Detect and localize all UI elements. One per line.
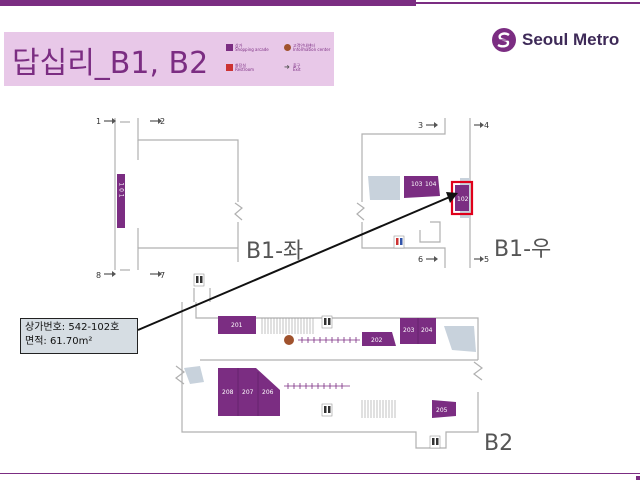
level-b1-left-label: B1-좌	[246, 239, 303, 264]
shop-201-label: 201	[231, 322, 243, 329]
b1-right-corridor	[368, 176, 400, 200]
shop-number-text: 상가번호: 542-102호	[25, 322, 120, 333]
shop-206-label: 206	[262, 389, 274, 396]
restroom-b2-bottom-female-icon	[324, 406, 327, 413]
restroom-b1-male-icon	[400, 238, 403, 245]
exit-1: 1	[96, 117, 116, 126]
exit-5: 5	[474, 255, 489, 264]
exit-8: 8	[96, 271, 116, 280]
top-accent-line	[416, 2, 640, 4]
top-accent-bar	[0, 0, 416, 6]
restroom-b1-female-icon	[396, 238, 399, 245]
restroom-b2-exit-female-icon	[432, 438, 435, 445]
shop-101-label: 1 0 1	[118, 182, 125, 197]
exit-6-label: 6	[418, 255, 423, 264]
exit-7-label: 7	[160, 271, 165, 280]
exit-arrow-icon: ➜	[284, 63, 290, 71]
shop-202[interactable]	[362, 332, 396, 346]
legend-item-exit: ➜ 출구 Exit	[284, 64, 301, 72]
legend-info-label: 고객안내센터 Information center	[293, 43, 331, 52]
pointer-arrow-head-icon	[446, 192, 458, 203]
b1-left-area	[114, 118, 243, 271]
shop-201[interactable]	[218, 316, 256, 334]
shop-207-label: 207	[242, 389, 254, 396]
exit-2-label: 2	[160, 117, 165, 126]
shop-204-label: 204	[421, 327, 433, 334]
shop-203-label: 203	[403, 327, 415, 334]
b2-gates-top	[298, 337, 360, 343]
level-b2-label: B2	[484, 431, 513, 456]
page-title: 답십리_B1, B2	[12, 46, 209, 81]
shop-101[interactable]	[117, 174, 125, 228]
restroom-b2-exit-male-icon	[436, 438, 439, 445]
restroom-icon	[226, 64, 233, 71]
shop-206-208-block[interactable]	[218, 368, 280, 416]
shop-info-callout: 상가번호: 542-102호 면적: 61.70m²	[20, 318, 138, 354]
restroom-b2-bottom-male-icon	[328, 406, 331, 413]
shop-102-label: 102	[457, 196, 469, 203]
legend: 상가 Shopping arcade 고객안내센터 Information ce…	[226, 42, 334, 82]
shop-102[interactable]	[455, 185, 469, 211]
exit-4: 4	[474, 121, 489, 130]
footer-rule	[0, 473, 640, 474]
shop-205[interactable]	[432, 400, 456, 418]
exit-3: 3	[418, 121, 438, 130]
shop-202-label: 202	[371, 337, 383, 344]
legend-item-restroom: 화장실 Restroom	[226, 64, 254, 72]
pointer-arrow-line	[137, 195, 453, 331]
restroom-b1-icon	[393, 235, 405, 249]
restroom-b2-top-male-icon	[200, 276, 203, 283]
legend-restroom-label: 화장실 Restroom	[235, 63, 255, 72]
b2-gates-bottom	[284, 383, 350, 389]
shop-103-104-block	[404, 176, 440, 198]
info-circle-icon	[284, 44, 291, 51]
restroom-b2-mid-male-icon	[328, 318, 331, 325]
legend-item-shop: 상가 Shopping arcade	[226, 44, 269, 52]
restroom-b2-exit-icon	[429, 435, 441, 449]
exit-1-label: 1	[96, 117, 101, 126]
seoul-metro-logo-icon	[492, 28, 516, 52]
exit-2: 2	[150, 117, 165, 126]
exit-7: 7	[150, 271, 165, 280]
legend-item-info: 고객안내센터 Information center	[284, 44, 330, 52]
b2-stairs-bottom	[361, 400, 396, 418]
seoul-metro-logo: Seoul Metro	[492, 28, 619, 52]
b2-right-corridor	[444, 326, 476, 352]
restroom-b2-top-female-icon	[196, 276, 199, 283]
restroom-b2-top-icon	[193, 273, 205, 287]
seoul-metro-logo-text: Seoul Metro	[522, 30, 620, 49]
b2-left-corridor	[184, 366, 204, 384]
info-center-icon	[284, 335, 294, 345]
shop-205-label: 205	[436, 407, 448, 414]
legend-exit-label: 출구 Exit	[293, 63, 301, 72]
shop-104-label: 104	[425, 181, 437, 188]
exit-5-label: 5	[484, 255, 489, 264]
restroom-b2-mid-female-icon	[324, 318, 327, 325]
shop-area-text: 면적: 61.70m²	[25, 336, 93, 347]
restroom-b2-mid-icon	[321, 315, 333, 329]
exit-6: 6	[418, 255, 438, 264]
shop-208-label: 208	[222, 389, 234, 396]
b2-stairs-top	[261, 318, 314, 334]
shop-square-icon	[226, 44, 233, 51]
exit-4-label: 4	[484, 121, 489, 130]
footer-corner	[636, 476, 640, 480]
level-b1-right-label: B1-우	[494, 237, 551, 262]
exit-8-label: 8	[96, 271, 101, 280]
shop-103-label: 103	[411, 181, 423, 188]
exit-3-label: 3	[418, 121, 423, 130]
legend-shop-label: 상가 Shopping arcade	[235, 43, 269, 52]
restroom-b2-bottom-icon	[321, 403, 333, 417]
title-band	[4, 32, 334, 86]
